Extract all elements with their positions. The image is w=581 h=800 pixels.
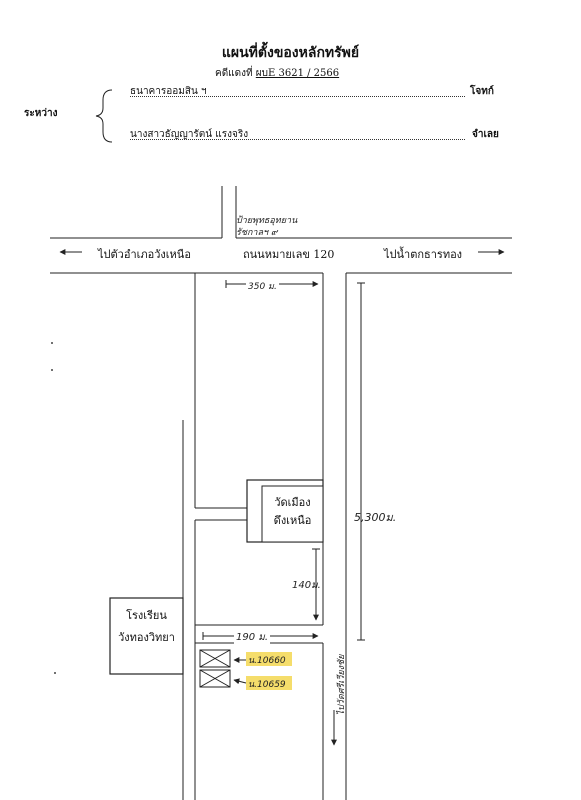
party-brace: [95, 89, 113, 143]
defendant-dotted-line: [130, 139, 465, 140]
plot-pointer-10659: [233, 678, 247, 685]
plot-label-10660: น.10660: [248, 656, 286, 666]
school-box: [109, 597, 184, 675]
between-label: ระหว่าง: [24, 108, 58, 119]
distance-350-label: 350 ม.: [246, 279, 279, 293]
landmark-note-2: รัชกาลฯ ๙: [236, 228, 278, 238]
case-number-line: คดีแดงที่ ผบE 3621 / 2566: [215, 66, 339, 81]
defendant-role: จำเลย: [472, 129, 499, 140]
defendant-name: นางสาวธัญญารัตน์ แรงจริง: [130, 129, 249, 140]
temple-label: วัดเมือง ดึงเหนือ: [262, 494, 323, 530]
distance-190-label: 190 ม.: [234, 630, 271, 645]
plaintiff-dotted-line: [130, 96, 465, 97]
distance-140-label: 140ม.: [292, 580, 321, 591]
case-number: ผบE 3621 / 2566: [255, 68, 340, 79]
plot-highlight-10660: [246, 652, 292, 666]
right-direction-label: ไปน้ำตกธารทอง: [384, 248, 463, 261]
plot-label-10659: น.10659: [248, 680, 286, 690]
school-name-line-1: โรงเรียน: [126, 609, 167, 622]
temple-name-line-1: วัดเมือง: [274, 496, 311, 509]
school-label: โรงเรียน วังทองวิทยา: [110, 605, 183, 649]
side-direction-label: ไปวัดศรีเวียงชัย: [337, 654, 347, 716]
plaintiff-name: ธนาคารออมสิน ฯ: [130, 86, 207, 97]
main-road-label: ถนนหมายเลข 120: [243, 248, 335, 261]
distance-5300-label: 5,300ม.: [354, 511, 397, 524]
plaintiff-role: โจทก์: [470, 86, 494, 97]
landmark-note-1: ป้ายพุทธอุทยาน: [236, 216, 298, 226]
left-direction-label: ไปตัวอำเภอวังเหนือ: [98, 248, 191, 261]
document-title: แผนที่ตั้งของหลักทรัพย์: [221, 45, 360, 61]
case-label: คดีแดงที่: [215, 68, 253, 79]
plot-highlight-10659: [246, 676, 292, 690]
school-name-line-2: วังทองวิทยา: [118, 631, 175, 644]
temple-name-line-2: ดึงเหนือ: [273, 514, 312, 527]
